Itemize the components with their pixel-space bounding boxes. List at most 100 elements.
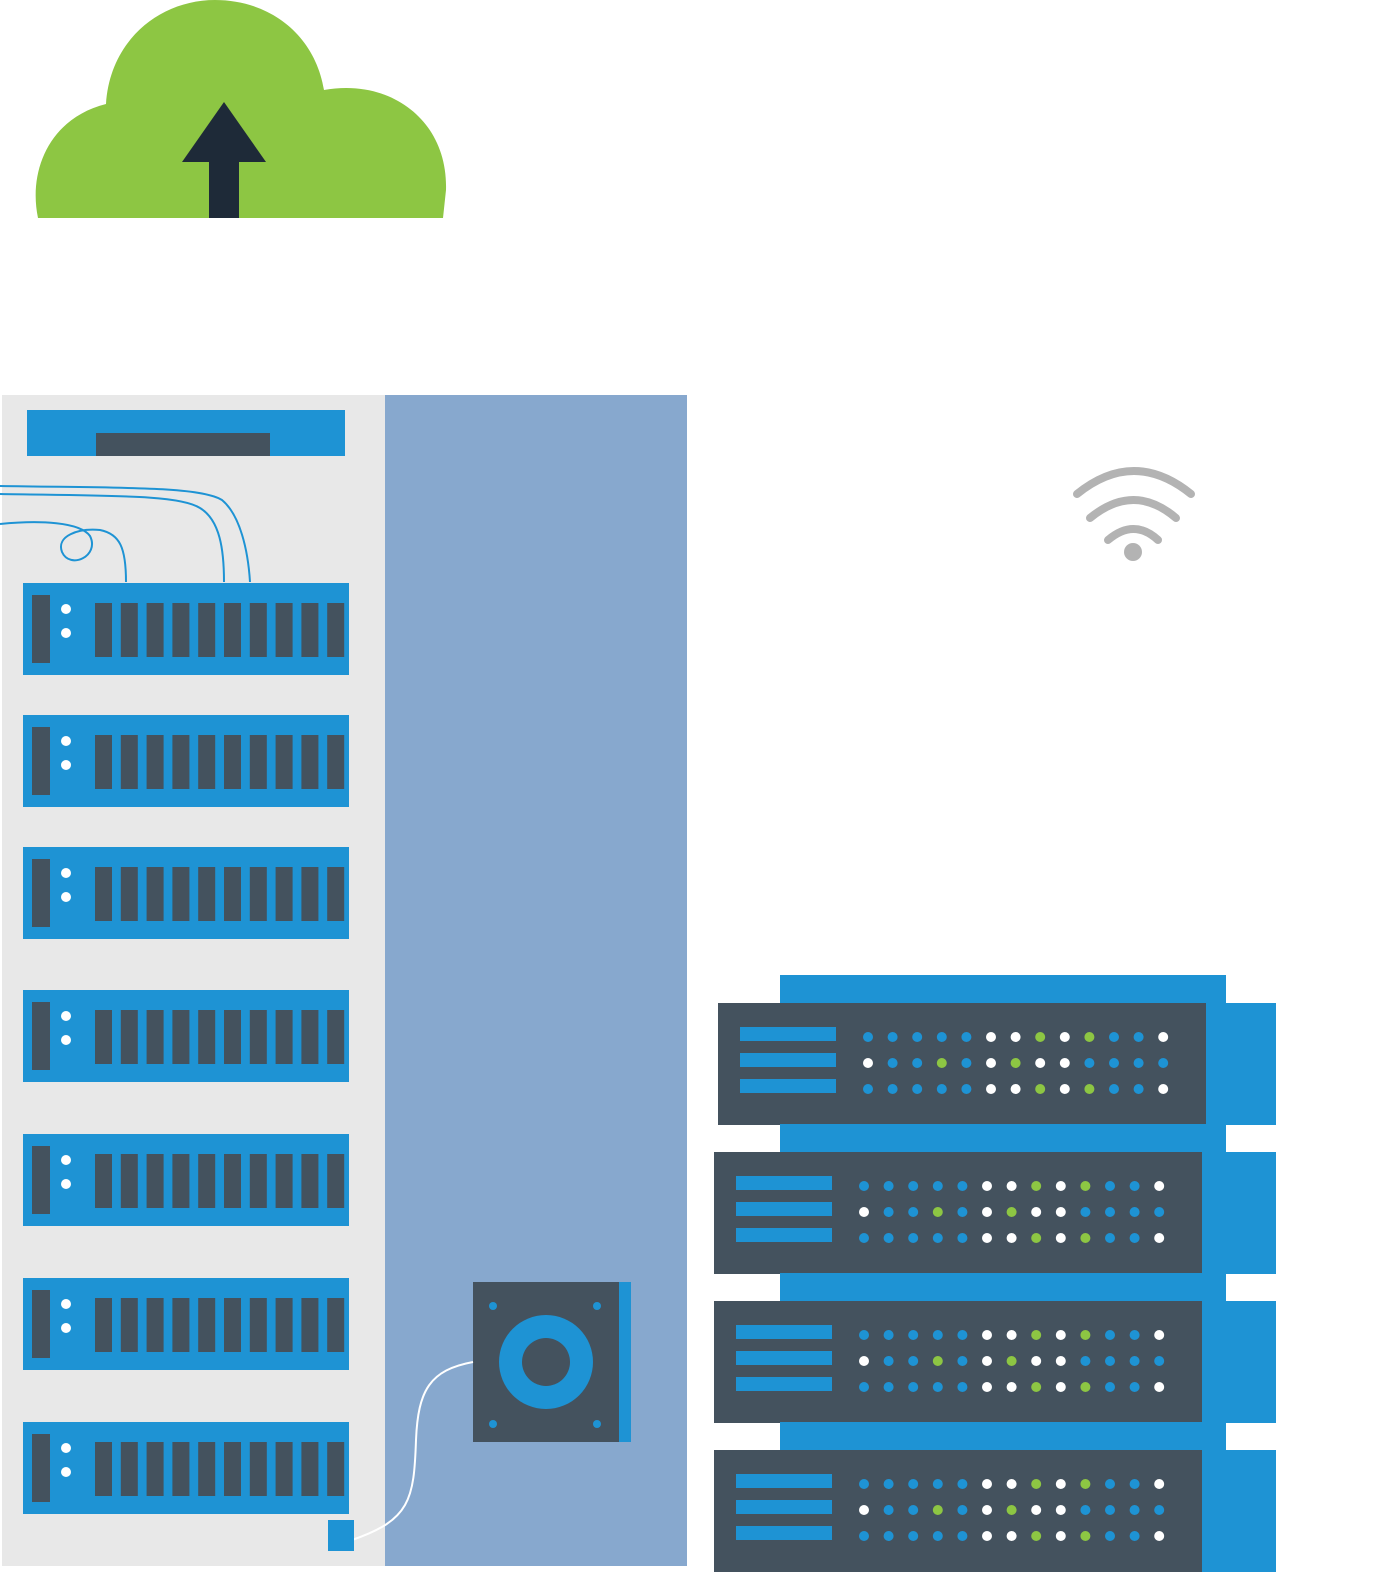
drive-slot bbox=[224, 735, 241, 789]
drive-slot bbox=[120, 1154, 138, 1208]
tower-server-unit bbox=[23, 990, 349, 1082]
drive-slot bbox=[327, 1442, 345, 1496]
status-led bbox=[1010, 1032, 1021, 1042]
unit-handle bbox=[32, 1146, 50, 1214]
unit-handle bbox=[32, 595, 50, 663]
drive-slot bbox=[172, 735, 190, 789]
stack-server-unit bbox=[714, 1273, 1276, 1423]
status-led bbox=[957, 1356, 968, 1366]
vent-bar bbox=[736, 1474, 832, 1488]
status-led bbox=[1109, 1058, 1119, 1068]
status-led bbox=[883, 1356, 894, 1366]
status-led bbox=[982, 1356, 992, 1366]
unit-led bbox=[61, 604, 71, 614]
status-led bbox=[1006, 1382, 1017, 1392]
status-led bbox=[1129, 1181, 1140, 1191]
drive-slot bbox=[275, 867, 293, 921]
status-led bbox=[1109, 1032, 1119, 1042]
drive-slot bbox=[172, 603, 190, 657]
status-led bbox=[957, 1181, 968, 1191]
server-stack bbox=[714, 975, 1284, 1572]
drive-slot bbox=[327, 1154, 345, 1208]
status-led bbox=[912, 1084, 923, 1094]
status-led bbox=[908, 1505, 919, 1515]
status-led bbox=[1031, 1505, 1042, 1515]
drive-slot bbox=[301, 1154, 319, 1208]
status-led bbox=[1006, 1330, 1017, 1340]
drive-slot bbox=[198, 1442, 216, 1496]
status-led bbox=[1059, 1084, 1070, 1094]
status-led bbox=[932, 1233, 943, 1243]
status-led bbox=[1154, 1181, 1165, 1191]
status-led bbox=[982, 1382, 992, 1392]
drive-slot bbox=[249, 735, 267, 789]
status-led bbox=[859, 1382, 869, 1392]
unit-handle bbox=[32, 1434, 50, 1502]
unit-handle bbox=[32, 727, 50, 795]
status-led bbox=[932, 1382, 943, 1392]
drive-slot bbox=[327, 1010, 345, 1064]
status-led bbox=[1154, 1531, 1165, 1541]
disk-cable bbox=[351, 1361, 474, 1541]
status-led bbox=[1105, 1382, 1115, 1392]
status-led bbox=[1010, 1084, 1021, 1094]
status-led bbox=[1129, 1505, 1140, 1515]
status-led bbox=[908, 1330, 919, 1340]
unit-led bbox=[61, 628, 71, 638]
vent-bar bbox=[736, 1202, 832, 1216]
status-led bbox=[1055, 1233, 1066, 1243]
drive-slot bbox=[146, 1442, 164, 1496]
status-led bbox=[883, 1531, 894, 1541]
drive-slot bbox=[301, 1442, 319, 1496]
drive-slot bbox=[95, 1154, 112, 1208]
status-led bbox=[1105, 1330, 1115, 1340]
status-led bbox=[982, 1207, 992, 1217]
upload-arrow-icon bbox=[182, 102, 266, 218]
status-led bbox=[1080, 1330, 1091, 1340]
status-led bbox=[1055, 1382, 1066, 1392]
status-led bbox=[1158, 1084, 1169, 1094]
unit-side bbox=[1206, 1450, 1276, 1572]
status-led bbox=[982, 1479, 992, 1489]
unit-led bbox=[61, 1323, 71, 1333]
status-led bbox=[1055, 1330, 1066, 1340]
unit-led bbox=[61, 1299, 71, 1309]
tower-port bbox=[328, 1520, 354, 1551]
drive-slot bbox=[275, 1010, 293, 1064]
status-led bbox=[1080, 1531, 1091, 1541]
drive-slot bbox=[95, 1442, 112, 1496]
stack-gap bbox=[1228, 1125, 1284, 1149]
status-led bbox=[986, 1084, 996, 1094]
status-led bbox=[1158, 1032, 1169, 1042]
unit-led bbox=[61, 1011, 71, 1021]
status-led bbox=[908, 1382, 919, 1392]
drive-slot bbox=[224, 867, 241, 921]
drive-slot bbox=[301, 603, 319, 657]
status-led bbox=[859, 1233, 869, 1243]
drive-slot bbox=[224, 1154, 241, 1208]
status-led bbox=[986, 1058, 996, 1068]
unit-side bbox=[1206, 1301, 1276, 1423]
status-led bbox=[957, 1531, 968, 1541]
drive-slot bbox=[198, 867, 216, 921]
unit-led bbox=[61, 1155, 71, 1165]
status-led bbox=[1059, 1032, 1070, 1042]
drive-slot bbox=[301, 735, 319, 789]
drive-slot bbox=[224, 603, 241, 657]
status-led bbox=[1031, 1479, 1042, 1489]
status-led bbox=[932, 1207, 943, 1217]
unit-led bbox=[61, 1443, 71, 1453]
status-led bbox=[1035, 1084, 1046, 1094]
status-led bbox=[1006, 1207, 1017, 1217]
vent-bar bbox=[736, 1176, 832, 1190]
drive-slot bbox=[327, 603, 345, 657]
status-led bbox=[1006, 1531, 1017, 1541]
status-led bbox=[1006, 1181, 1017, 1191]
status-led bbox=[859, 1356, 869, 1366]
stack-gap bbox=[1228, 1423, 1284, 1447]
vent-bar bbox=[736, 1351, 832, 1365]
status-led bbox=[1109, 1084, 1119, 1094]
drive-slot bbox=[224, 1010, 241, 1064]
status-led bbox=[912, 1058, 923, 1068]
